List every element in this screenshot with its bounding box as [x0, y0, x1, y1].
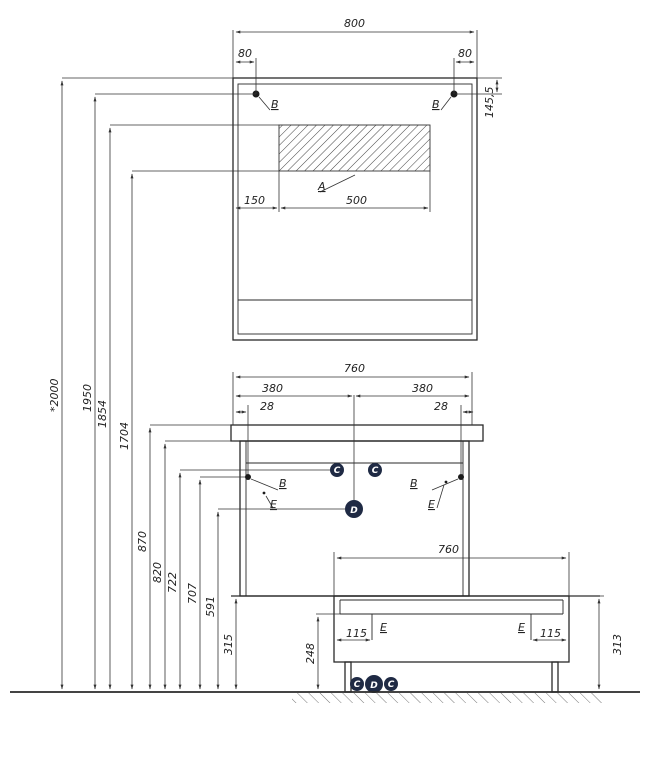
dim-mirror-hole-height: 145,5	[456, 77, 502, 119]
countertop	[230, 424, 484, 442]
badge-c-lower-right: C	[384, 677, 398, 691]
dim-80-right-text: 80	[458, 47, 472, 60]
label-e-lower-left: E	[380, 621, 387, 634]
svg-text:D: D	[370, 681, 378, 691]
badge-c-lower-left: C	[350, 677, 364, 691]
label-e-vanity-left: E	[270, 498, 277, 511]
dim-2000-text: *2000	[48, 379, 61, 413]
dim-28-left-text: 28	[260, 400, 274, 413]
label-b-vanity-left: B	[279, 477, 287, 490]
dim-500-text: 500	[346, 194, 367, 207]
dim-380-left-text: 380	[262, 382, 283, 395]
mirror-outline	[232, 77, 478, 341]
dim-115-left-text: 115	[346, 627, 367, 640]
light-zone-hatch	[278, 124, 431, 172]
svg-text:C: C	[354, 680, 361, 690]
label-e-lower-right: E	[518, 621, 525, 634]
dim-707-text: 707	[186, 583, 199, 604]
svg-text:C: C	[388, 680, 395, 690]
dim-1704-text: 1704	[118, 422, 131, 450]
dim-150-text: 150	[244, 194, 265, 207]
label-b-mirror-left: B	[271, 98, 279, 111]
dim-115-right-text: 115	[540, 627, 561, 640]
label-b-vanity-right: B	[410, 477, 418, 490]
floor-hatch	[292, 693, 602, 703]
dim-80-left-text: 80	[238, 47, 252, 60]
dim-1950-text: 1950	[81, 384, 94, 412]
dim-591-text: 591	[204, 596, 217, 617]
svg-text:D: D	[350, 506, 358, 516]
upper-hole-right	[458, 474, 464, 480]
dim-313-text: 313	[611, 634, 624, 655]
dim-145-text: 145,5	[483, 87, 496, 119]
lower-cabinet-body	[333, 595, 570, 663]
dim-820-text: 820	[151, 562, 164, 583]
dim-248-text: 248	[304, 643, 317, 664]
badge-c-upper-left: C	[330, 463, 344, 477]
dim-315-text: 315	[222, 634, 235, 655]
upper-cabinet-body	[239, 440, 470, 597]
dim-lower-widths: 760 115 115	[333, 543, 570, 642]
dim-722-text: 722	[166, 572, 179, 593]
dim-mirror-width: 800	[232, 17, 478, 78]
leg-left	[344, 661, 352, 693]
dim-upper-widths: 760 380 380 28 28	[232, 362, 474, 474]
dim-800-text: 800	[344, 17, 365, 30]
dim-1854-text: 1854	[96, 400, 109, 428]
svg-text:C: C	[372, 466, 379, 476]
badge-c-upper-right: C	[368, 463, 382, 477]
dim-380-right-text: 380	[412, 382, 433, 395]
dim-light-zone: 150 500	[235, 171, 431, 212]
dim-28-right-text: 28	[434, 400, 448, 413]
mirror-cabinet: B B A	[232, 77, 478, 341]
upper-hole-left	[245, 474, 251, 480]
upper-vanity: B B E E	[230, 424, 484, 597]
label-e-vanity-right: E	[428, 498, 435, 511]
dim-760-top-text: 760	[344, 362, 365, 375]
badge-d-upper: D	[345, 500, 363, 518]
label-b-mirror-right: B	[432, 98, 440, 111]
dim-760-bottom-text: 760	[438, 543, 459, 556]
svg-text:C: C	[334, 466, 341, 476]
badge-d-lower: D	[365, 675, 383, 693]
leg-right	[551, 661, 559, 693]
height-dimensions-left: *2000 1950 1854 1704 870 820 722 707 591…	[48, 77, 624, 690]
dim-870-text: 870	[136, 531, 149, 552]
label-a: A	[317, 180, 326, 193]
dim-mirror-offsets: 80 80	[235, 47, 475, 94]
mirror-inner	[237, 83, 473, 335]
